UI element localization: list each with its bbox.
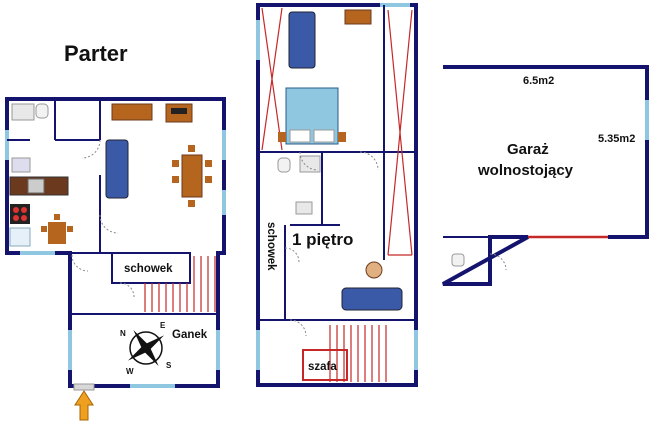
compass-south: S: [166, 361, 172, 370]
first-nightstand: [278, 132, 286, 142]
ground-floor-title: Parter: [64, 41, 128, 66]
ground-toilet: [35, 103, 49, 119]
ground-chair: [188, 145, 195, 152]
ground-stove-burner: [13, 207, 19, 213]
first-storage-label: schowek: [265, 222, 277, 271]
first-bed-pillow: [313, 129, 335, 143]
first-floor-outer-wall: [256, 3, 418, 387]
ground-dining-table: [181, 154, 203, 198]
ground-cabinet: [111, 103, 153, 121]
compass-west: W: [126, 367, 134, 376]
ground-chair: [172, 160, 179, 167]
ground-tv: [171, 108, 187, 114]
compass-east: E: [160, 321, 166, 330]
ground-door-swing: [71, 254, 89, 272]
garage-width-label: 6.5m2: [523, 75, 554, 87]
ground-door-swing: [119, 282, 135, 298]
first-door-swing: [359, 151, 379, 171]
ground-stove-burner: [21, 215, 27, 221]
garage-plan: 6.5m2 5.35m2 Garaż wolnostojący: [442, 65, 649, 286]
ground-porch-label: Ganek: [172, 329, 208, 341]
ground-sink-basin: [27, 178, 45, 194]
entrance-arrow-icon: [73, 383, 95, 421]
first-door-swing: [299, 151, 319, 171]
ground-door-swing: [99, 214, 119, 234]
first-wardrobe-box: [302, 349, 348, 381]
ground-stove-burner: [13, 215, 19, 221]
ground-storage-label: schowek: [124, 263, 173, 275]
ground-small-table: [48, 222, 66, 244]
first-coffee-table: [365, 261, 383, 279]
ground-bathtub: [11, 103, 35, 121]
first-door-swing: [284, 247, 300, 263]
first-door-swing: [289, 319, 307, 337]
garage-title-line1: Garaż: [507, 141, 549, 158]
first-nightstand: [338, 132, 346, 142]
compass-needle: [127, 335, 165, 361]
ground-fridge: [9, 227, 31, 247]
ground-stove: [10, 204, 30, 224]
ground-chair: [205, 176, 212, 183]
garage-toilet: [451, 253, 465, 267]
first-wardrobe-sofa: [288, 11, 316, 69]
first-toilet: [277, 157, 291, 173]
ground-chair: [67, 226, 73, 232]
first-desk: [344, 9, 372, 25]
ground-kitchen-sink: [11, 157, 31, 173]
garage-title-line2: wolnostojący: [477, 162, 574, 179]
ground-chair: [41, 226, 47, 232]
ground-chair: [54, 214, 60, 220]
first-sofa: [341, 287, 403, 311]
ground-stairs: [144, 256, 216, 312]
first-bed-pillow: [289, 129, 311, 143]
ground-storage-room: [111, 252, 191, 284]
ground-chair: [205, 160, 212, 167]
ground-door-swing: [81, 139, 101, 159]
garage-depth-label: 5.35m2: [598, 133, 635, 145]
compass: N E S W: [120, 321, 172, 376]
ground-chair: [188, 200, 195, 207]
first-floor-plan: schowek 1 piętro szafa: [256, 3, 418, 387]
first-wardrobe-label: szafa: [308, 361, 337, 373]
compass-north: N: [120, 329, 126, 338]
garage-outer-wall: [442, 65, 649, 286]
ground-sofa: [105, 139, 129, 199]
ground-stove-burner: [21, 207, 27, 213]
ground-floor-plan: Parter schowek: [5, 41, 226, 421]
first-stairs: [329, 325, 387, 382]
ground-chair: [172, 176, 179, 183]
garage-door-swing: [489, 253, 507, 271]
first-sink: [295, 201, 313, 215]
first-bathtub: [299, 155, 321, 173]
first-floor-title: 1 piętro: [292, 230, 353, 249]
roof-slope-marks: [261, 7, 413, 256]
